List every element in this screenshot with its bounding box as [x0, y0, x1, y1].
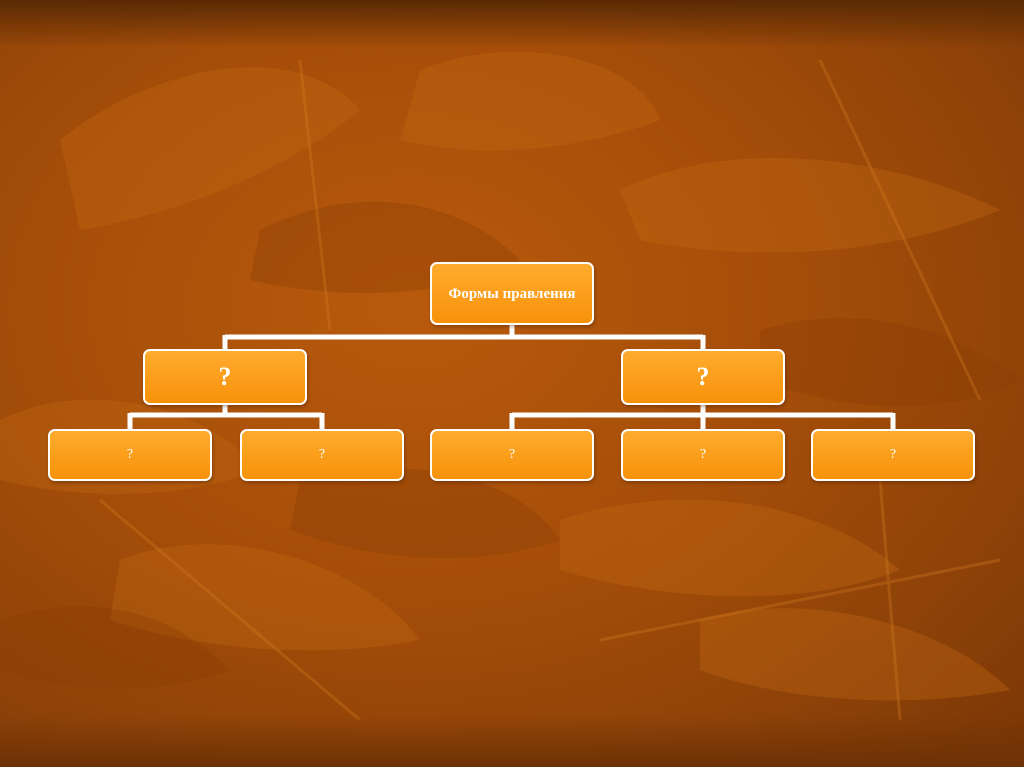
leaf-node-2-3-label: ?: [889, 447, 897, 462]
leaf-node-2-1: ?: [430, 429, 594, 481]
leaf-node-2-2: ?: [621, 429, 785, 481]
leaf-node-1-2: ?: [240, 429, 404, 481]
leaf-node-2-2-label: ?: [699, 447, 707, 462]
branch-node-1: ?: [143, 349, 307, 405]
leaf-node-2-1-label: ?: [508, 447, 516, 462]
branch-node-2: ?: [621, 349, 785, 405]
bottom-shade: [0, 715, 1024, 767]
branch-node-1-label: ?: [218, 362, 232, 391]
leaf-node-1-1: ?: [48, 429, 212, 481]
root-node-label: Формы правления: [448, 285, 576, 302]
leaf-node-1-1-label: ?: [126, 447, 134, 462]
leaf-node-2-3: ?: [811, 429, 975, 481]
branch-node-2-label: ?: [696, 362, 710, 391]
root-node: Формы правления: [430, 262, 594, 325]
leaf-node-1-2-label: ?: [318, 447, 326, 462]
top-shade: [0, 0, 1024, 48]
